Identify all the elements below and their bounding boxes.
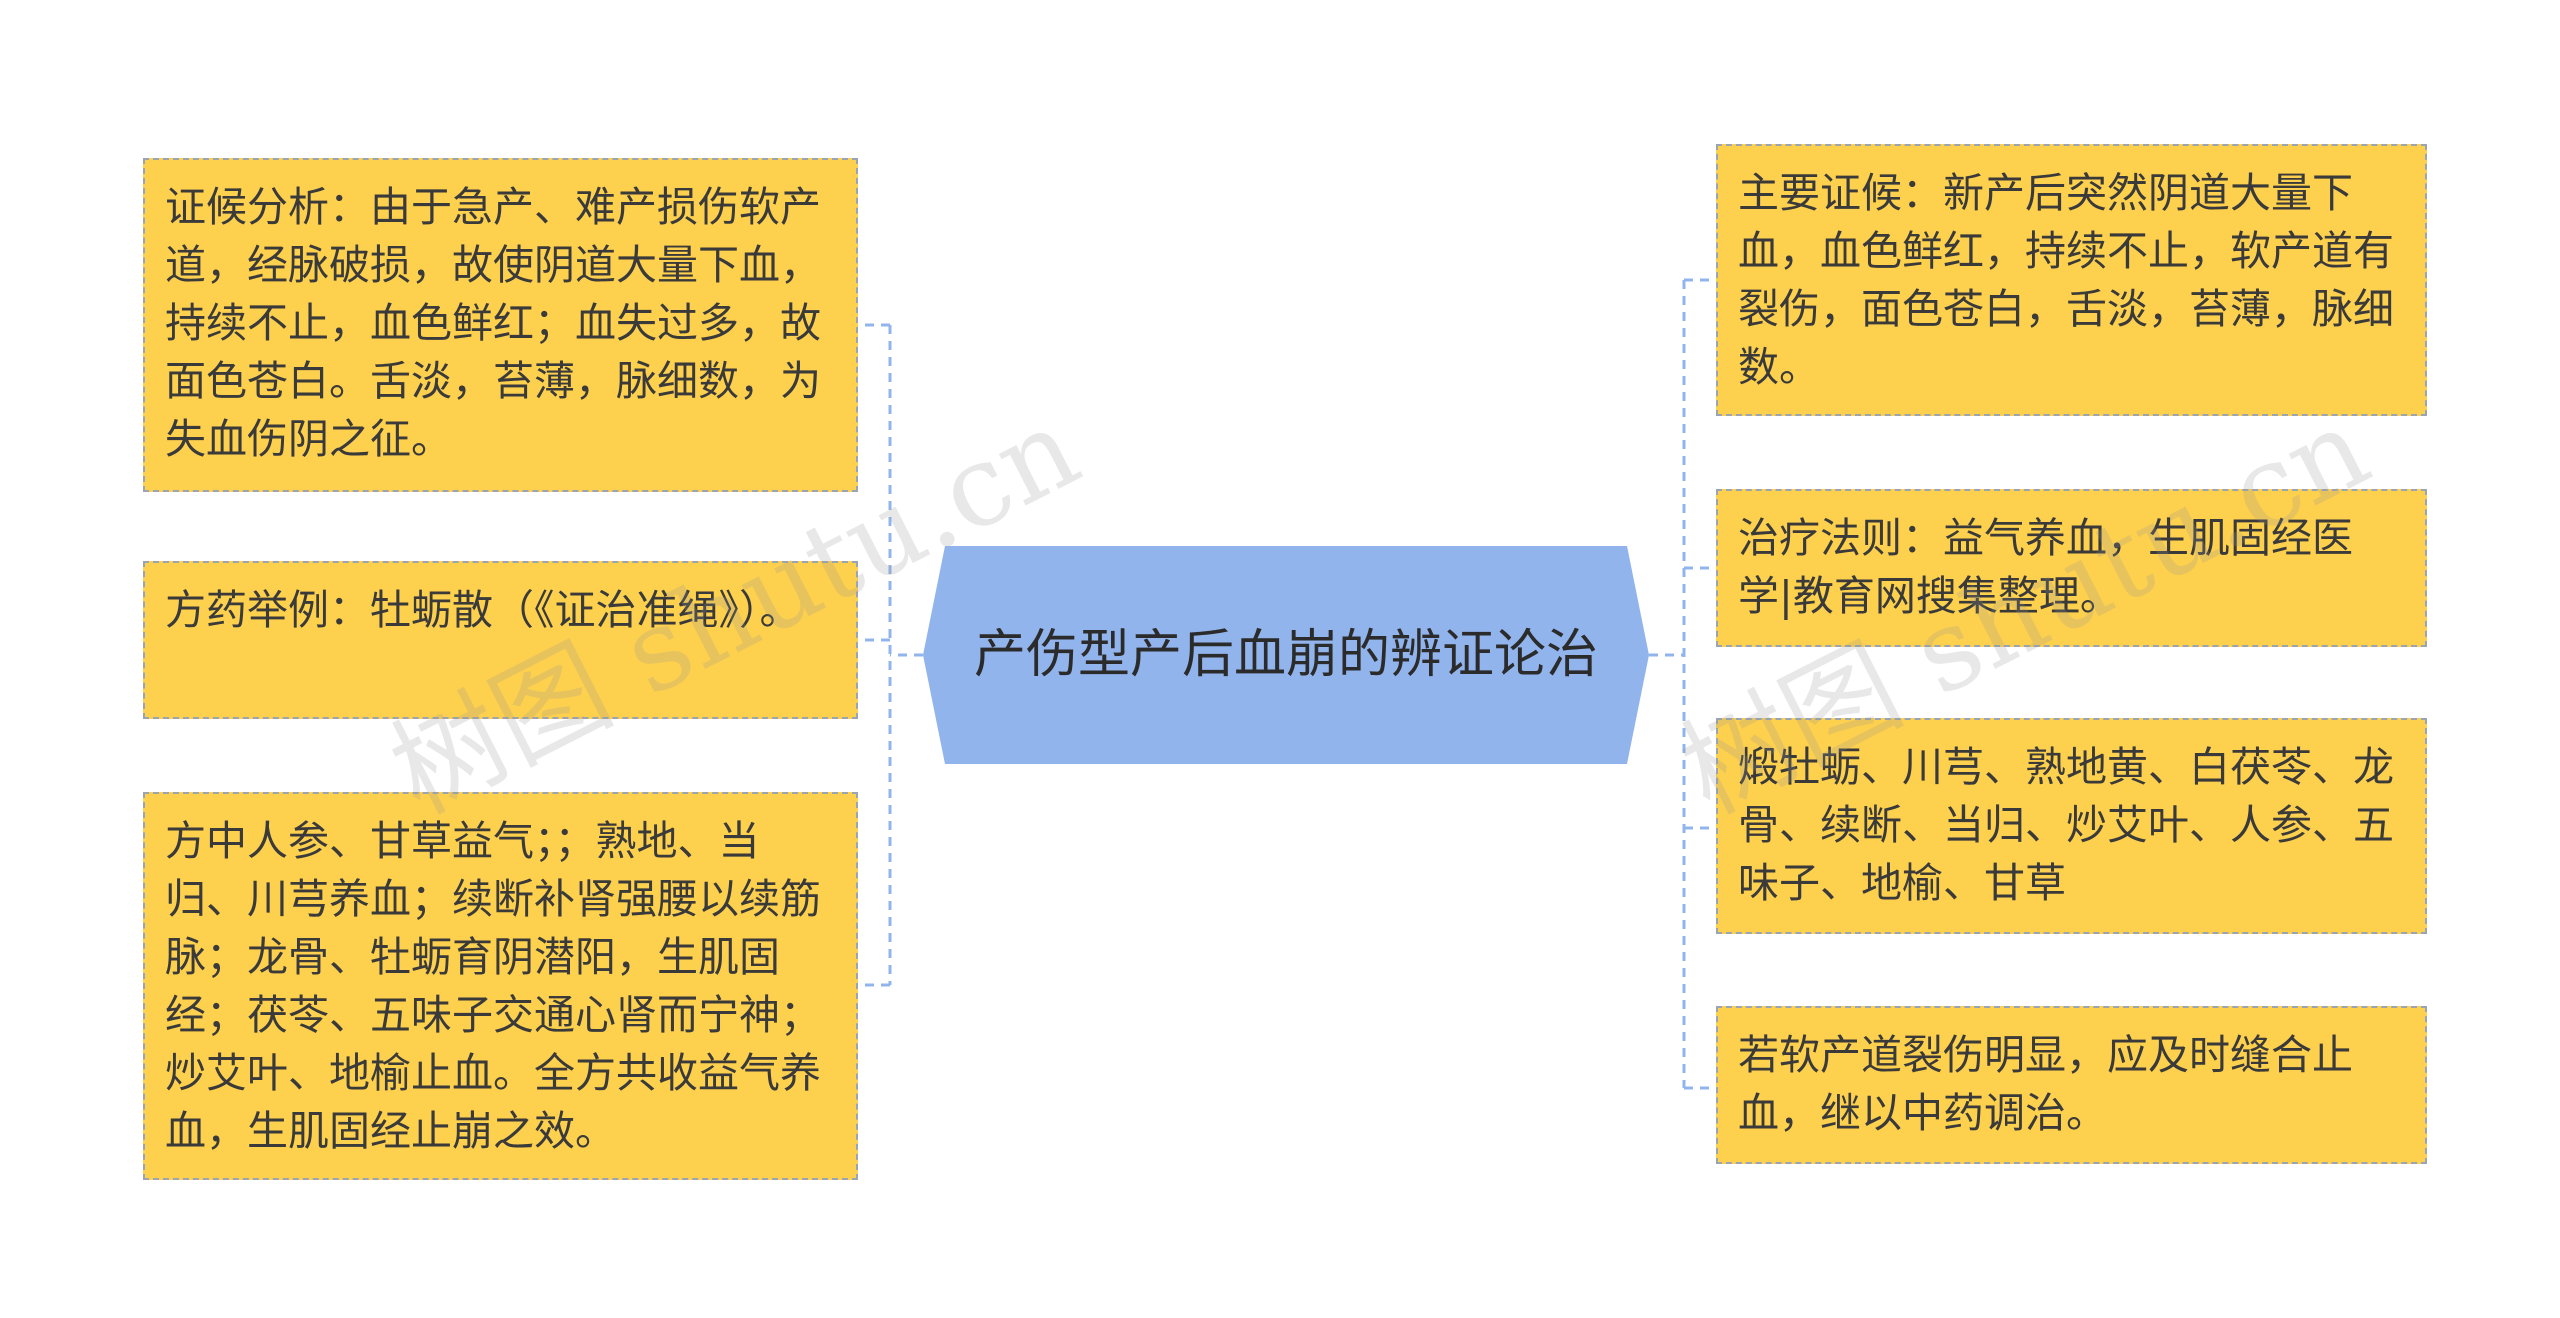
right-node-laceration-advice-text: 若软产道裂伤明显，应及时缝合止血，继以中药调治。 bbox=[1738, 1031, 2353, 1137]
right-node-herb-list[interactable]: 煅牡蛎、川芎、熟地黄、白茯苓、龙骨、续断、当归、炒艾叶、人参、五味子、地榆、甘草 bbox=[1716, 718, 2427, 934]
left-node-prescription-explanation[interactable]: 方中人参、甘草益气；；熟地、当归、川芎养血；续断补肾强腰以续筋脉；龙骨、牡蛎育阴… bbox=[143, 792, 858, 1180]
right-node-main-symptoms[interactable]: 主要证候：新产后突然阴道大量下血，血色鲜红，持续不止，软产道有裂伤，面色苍白，舌… bbox=[1716, 144, 2427, 416]
left-node-prescription-example-text: 方药举例：牡蛎散（《证治准绳》）。 bbox=[165, 586, 801, 634]
center-topic-node[interactable]: 产伤型产后血崩的辨证论治 bbox=[923, 546, 1649, 764]
center-hexagon-shape bbox=[923, 546, 1649, 764]
left-node-syndrome-analysis-text: 证候分析：由于急产、难产损伤软产道，经脉破损，故使阴道大量下血，持续不止，血色鲜… bbox=[165, 183, 821, 463]
left-node-prescription-example[interactable]: 方药举例：牡蛎散（《证治准绳》）。 bbox=[143, 561, 858, 719]
right-node-laceration-advice[interactable]: 若软产道裂伤明显，应及时缝合止血，继以中药调治。 bbox=[1716, 1006, 2427, 1164]
right-node-treatment-principle-text: 治疗法则：益气养血，生肌固经医学|教育网搜集整理。 bbox=[1738, 514, 2353, 620]
left-node-syndrome-analysis[interactable]: 证候分析：由于急产、难产损伤软产道，经脉破损，故使阴道大量下血，持续不止，血色鲜… bbox=[143, 158, 858, 492]
left-node-prescription-explanation-text: 方中人参、甘草益气；；熟地、当归、川芎养血；续断补肾强腰以续筋脉；龙骨、牡蛎育阴… bbox=[165, 817, 821, 1155]
right-node-treatment-principle[interactable]: 治疗法则：益气养血，生肌固经医学|教育网搜集整理。 bbox=[1716, 489, 2427, 647]
right-node-herb-list-text: 煅牡蛎、川芎、熟地黄、白茯苓、龙骨、续断、当归、炒艾叶、人参、五味子、地榆、甘草 bbox=[1738, 743, 2394, 907]
center-topic-title: 产伤型产后血崩的辨证论治 bbox=[973, 625, 1598, 685]
right-node-main-symptoms-text: 主要证候：新产后突然阴道大量下血，血色鲜红，持续不止，软产道有裂伤，面色苍白，舌… bbox=[1738, 169, 2394, 391]
